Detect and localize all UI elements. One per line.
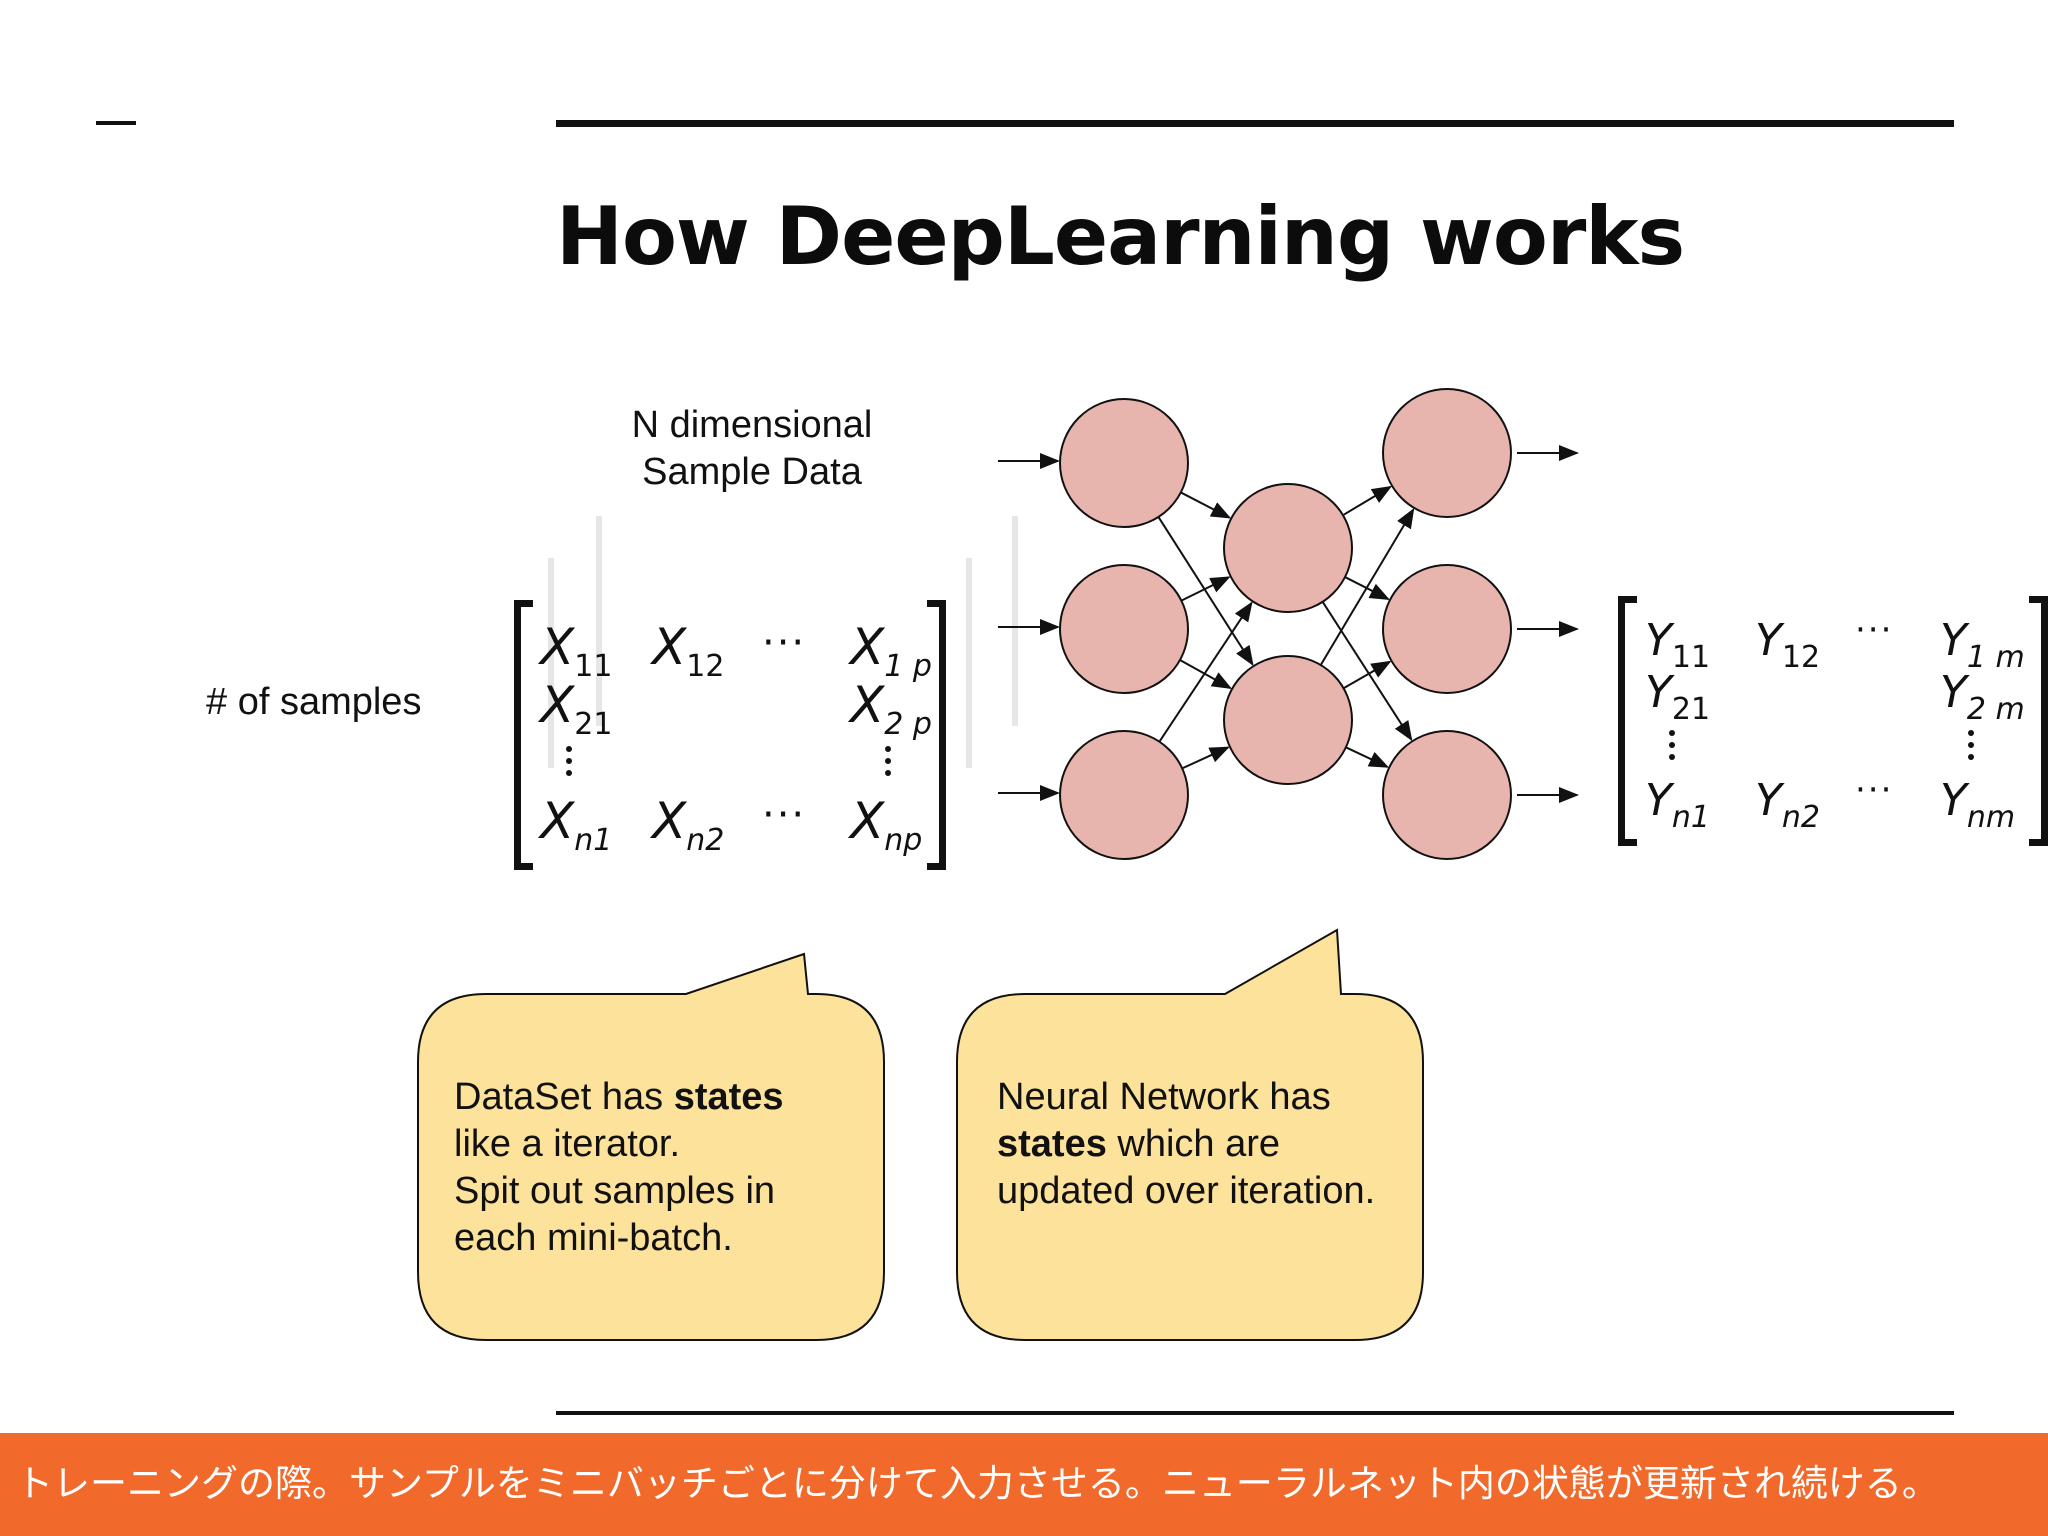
bottom-rule [556,1411,1954,1415]
column-ellipsis [1669,730,1675,760]
network-callout: Neural Network has states which are upda… [955,928,1425,1342]
row-ellipsis: ··· [1855,770,1894,810]
left-bracket [514,600,533,870]
slide-title: How DeepLearning works [556,190,1685,283]
row-ellipsis: ··· [762,792,807,838]
neural-network-diagram [998,388,1579,860]
column-ellipsis [566,746,572,776]
matrix-cell: X1 p [850,618,932,684]
dataset-callout-text: DataSet has states like a iterator. Spit… [454,1076,784,1259]
row-ellipsis: ··· [762,620,807,666]
matrix-cell: X21 [540,676,613,742]
hidden-node [1223,483,1353,613]
output-matrix: Y11 Y12 ··· Y1 m Y21 Y2 m Yn1 Yn2 ··· Yn… [1605,596,2048,846]
batch-layer-back [596,516,1018,726]
matrix-cell: Y12 [1755,615,1821,676]
matrix-cell: Y21 [1645,667,1711,728]
output-node [1382,564,1512,694]
connection-edge [1319,507,1415,666]
input-data-label-line2: Sample Data [642,451,862,493]
connection-edge [1181,746,1230,770]
output-node [1382,730,1512,860]
connection-edge [1180,576,1231,602]
connection-edge [1321,601,1413,742]
input-node [1059,730,1189,860]
network-callout-text: Neural Network has states which are upda… [997,1076,1376,1212]
output-node [1382,388,1512,518]
input-node [1059,564,1189,694]
connection-edge [1158,601,1253,743]
matrix-cell: Xn1 [540,792,613,858]
matrix-cell: X11 [540,618,613,684]
connection-edge [1345,746,1390,768]
matrix-cell: Y1 m [1940,615,2025,676]
caption-bar: トレーニングの際。サンプルをミニバッチごとに分けて入力させる。ニューラルネット内… [0,1433,2048,1536]
matrix-cell: Ynm [1940,775,2016,836]
callout-bubble [956,928,1424,1341]
dataset-callout: DataSet has states like a iterator. Spit… [416,952,886,1342]
matrix-cell: Yn1 [1645,775,1710,836]
column-ellipsis [1968,730,1974,760]
matrix-cell: X12 [652,618,725,684]
hidden-node [1223,655,1353,785]
column-ellipsis [885,746,891,776]
samples-label: # of samples [206,681,422,723]
matrix-cell: Y2 m [1940,667,2025,728]
input-node [1059,398,1189,528]
matrix-cell: Xn2 [652,792,725,858]
title-top-rule [556,120,1954,127]
matrix-cell: Y11 [1645,615,1711,676]
matrix-cell: Yn2 [1755,775,1820,836]
matrix-cell: Xnp [850,792,923,858]
connection-edge [1342,485,1393,517]
caption-text: トレーニングの際。サンプルをミニバッチごとに分けて入力させる。ニューラルネット内… [16,1462,1939,1505]
right-bracket [927,600,946,870]
callout-bubble [417,952,885,1341]
input-matrix: X11 X12 ··· X1 p X21 X2 p Xn1 Xn2 ··· Xn… [500,516,1018,870]
input-data-label-line1: N dimensional [631,404,873,446]
right-bracket [2029,596,2048,846]
connection-edge [1157,516,1254,667]
batch-layer-middle [548,558,972,768]
input-data-label: N dimensional Sample Data [620,402,884,496]
connection-edge [1343,660,1392,690]
matrix-cell: X2 p [850,676,932,742]
header-dash [96,121,136,125]
connection-edge [1180,491,1232,519]
row-ellipsis: ··· [1855,610,1894,650]
left-bracket [1618,596,1637,846]
